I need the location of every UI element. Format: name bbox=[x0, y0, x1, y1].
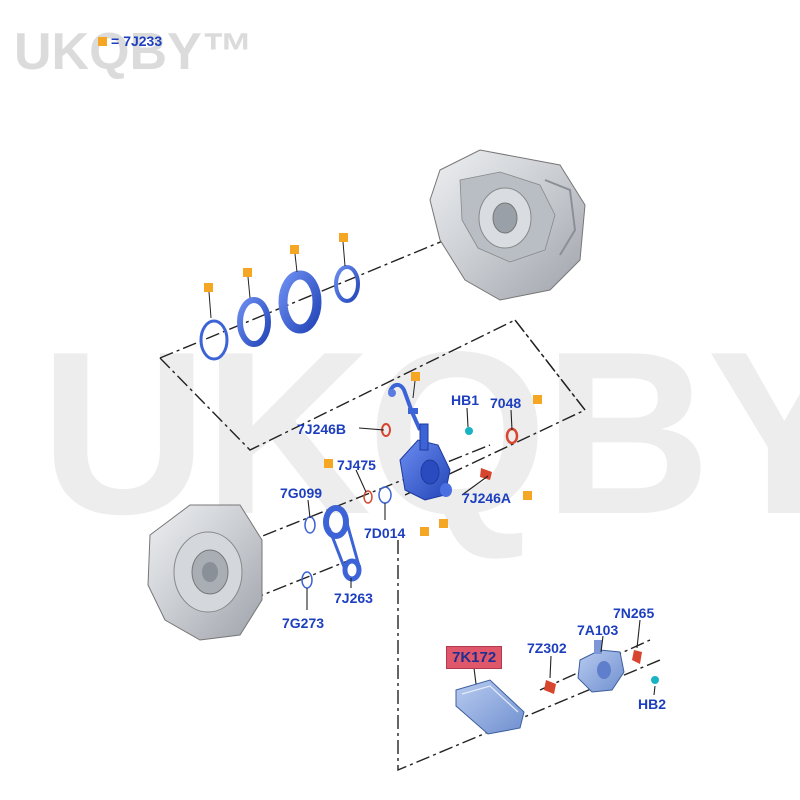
seal-7z302 bbox=[544, 680, 556, 694]
marker-leaders bbox=[208, 241, 416, 399]
seal-7d014 bbox=[378, 486, 392, 504]
marker-7d014 bbox=[420, 527, 429, 536]
upper-housing bbox=[429, 149, 586, 301]
marker-ring-2 bbox=[243, 268, 252, 277]
orange-markers bbox=[204, 233, 542, 536]
marker-7j475 bbox=[324, 459, 333, 468]
marker-ring-3 bbox=[290, 245, 299, 254]
valve-body bbox=[577, 640, 625, 693]
right-frame-line bbox=[404, 319, 587, 496]
label-7j246a: 7J246A bbox=[462, 490, 512, 506]
upper-frame-line bbox=[159, 319, 586, 451]
lower-axis-line bbox=[249, 559, 351, 601]
seal-7j475 bbox=[363, 490, 373, 504]
legend-part-number: 7J233 bbox=[123, 33, 163, 49]
upper-axis-line bbox=[159, 237, 451, 359]
label-7d014: 7D014 bbox=[364, 525, 406, 541]
marker-shift-link bbox=[411, 372, 420, 381]
ring-2 bbox=[237, 297, 271, 347]
seal-7048 bbox=[505, 427, 519, 445]
seal-7j246a bbox=[480, 468, 492, 480]
ring-1 bbox=[199, 319, 229, 361]
filter-pan bbox=[455, 679, 525, 735]
watermark-small: UKQBY™ bbox=[14, 23, 254, 81]
marker-7j246a bbox=[523, 491, 532, 500]
clip-hb1 bbox=[465, 427, 473, 435]
pump-assembly bbox=[399, 423, 452, 501]
assembly-lines bbox=[159, 237, 661, 772]
label-7z302: 7Z302 bbox=[527, 640, 567, 656]
label-hb2: HB2 bbox=[638, 696, 667, 712]
seal-7g099 bbox=[304, 516, 316, 534]
label-7048: 7048 bbox=[490, 395, 522, 411]
legend-key: = 7J233 bbox=[98, 33, 162, 49]
mid-axis-line bbox=[239, 444, 491, 546]
marker-ring-1 bbox=[204, 283, 213, 292]
label-7g099: 7G099 bbox=[280, 485, 323, 501]
label-7g273: 7G273 bbox=[282, 615, 325, 631]
lower-housing bbox=[147, 504, 263, 641]
lower-frame-line bbox=[397, 540, 661, 772]
ring-3 bbox=[278, 270, 322, 334]
seal-7g273 bbox=[301, 571, 313, 589]
ring-4 bbox=[334, 265, 360, 303]
label-leaders bbox=[306, 407, 656, 696]
clip-hb2 bbox=[651, 676, 659, 684]
label-7j475: 7J475 bbox=[337, 457, 376, 473]
seal-rings bbox=[199, 265, 360, 361]
seal-7n265 bbox=[632, 650, 642, 664]
label-hb1: HB1 bbox=[451, 392, 480, 408]
legend-equals: = bbox=[111, 33, 120, 49]
label-7k172-highlighted: 7K172 bbox=[446, 646, 503, 669]
marker-7048 bbox=[533, 395, 542, 404]
label-7n265: 7N265 bbox=[613, 605, 655, 621]
label-7j246b: 7J246B bbox=[297, 421, 347, 437]
marker-ring-4 bbox=[339, 233, 348, 242]
drive-chain bbox=[323, 505, 362, 582]
label-7a103: 7A103 bbox=[577, 622, 619, 638]
marker-under-pump bbox=[439, 519, 448, 528]
legend-marker-square bbox=[98, 36, 107, 46]
shift-linkage bbox=[388, 383, 422, 431]
label-7j263: 7J263 bbox=[334, 590, 373, 606]
